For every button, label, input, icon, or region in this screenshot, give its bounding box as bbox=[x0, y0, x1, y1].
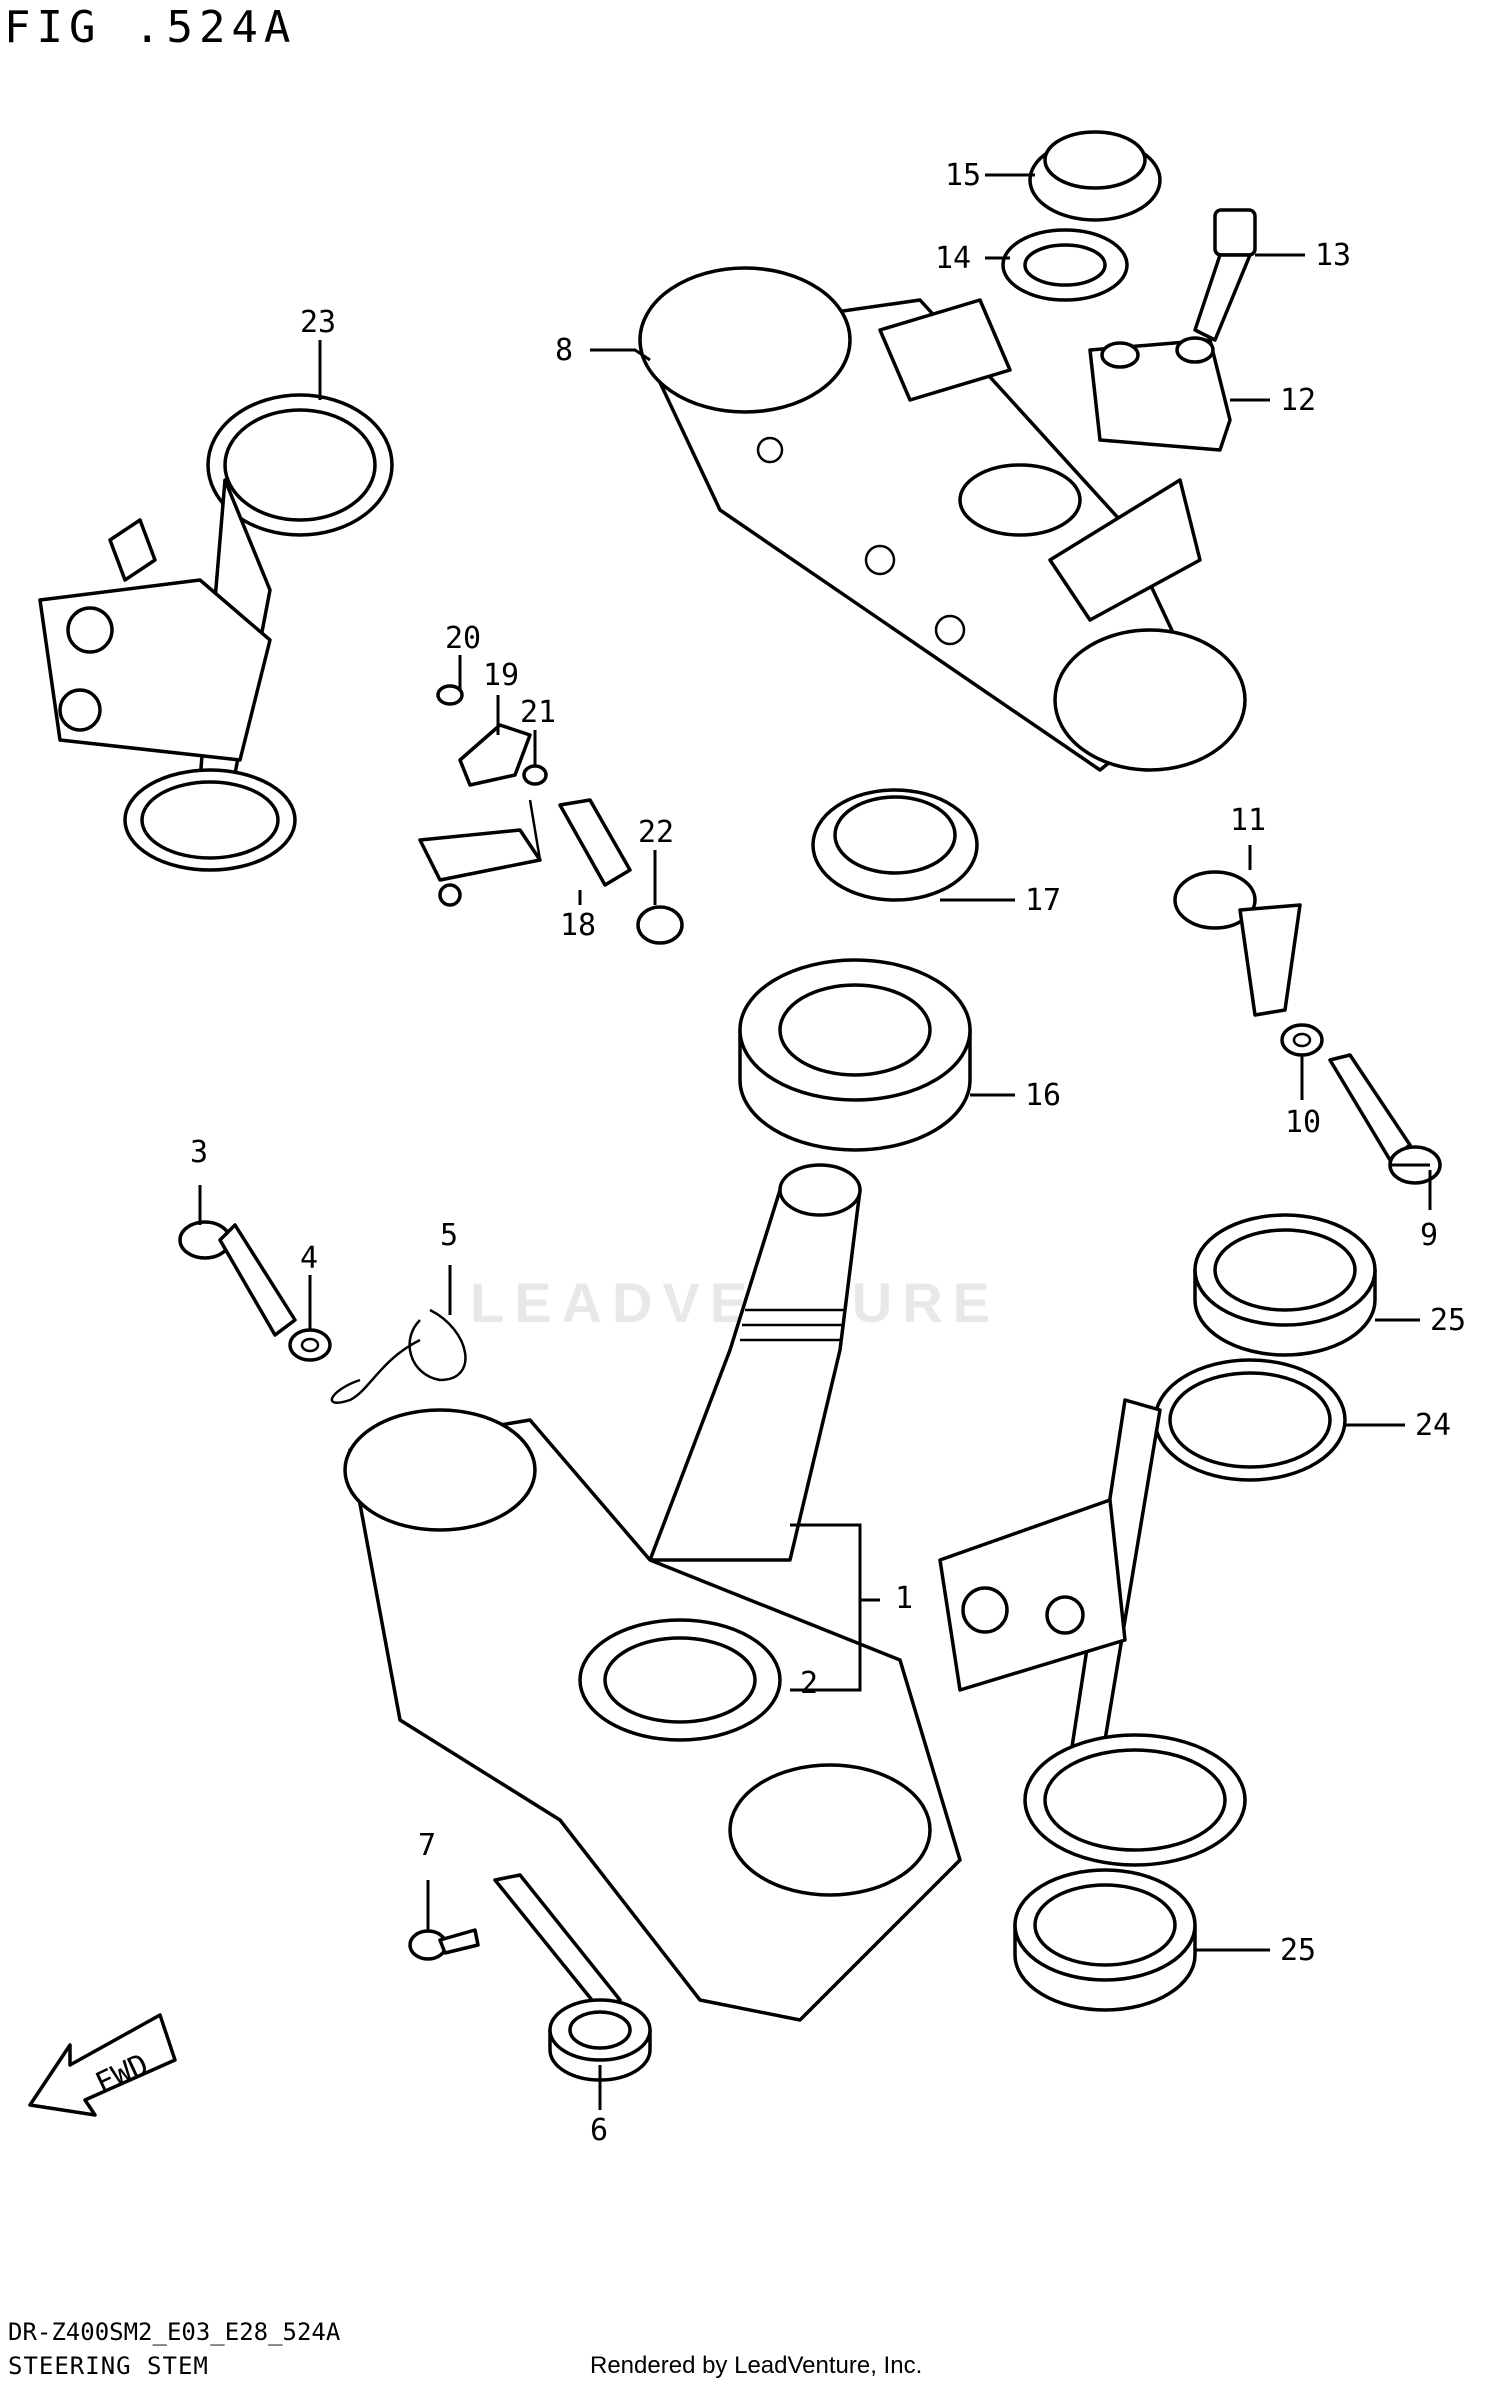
part-9-bolt[interactable] bbox=[1328, 1053, 1442, 1185]
part-21-washer[interactable] bbox=[522, 764, 548, 786]
part-24-bracket[interactable] bbox=[938, 1358, 1347, 1867]
part-3-bolt[interactable] bbox=[178, 1220, 297, 1337]
callout-16: 16 bbox=[1025, 1078, 1061, 1113]
part-14-washer[interactable] bbox=[1001, 228, 1129, 302]
part-5-clip[interactable] bbox=[330, 1308, 467, 1404]
callout-25-upper: 25 bbox=[1430, 1303, 1466, 1338]
part-8-upper-bracket[interactable] bbox=[638, 266, 1247, 772]
part-19-plate[interactable] bbox=[458, 723, 532, 787]
part-18-switch[interactable] bbox=[418, 798, 632, 907]
callout-18: 18 bbox=[560, 908, 596, 943]
callout-23: 23 bbox=[300, 305, 336, 340]
callout-2: 2 bbox=[800, 1666, 818, 1701]
callout-3: 3 bbox=[190, 1135, 208, 1170]
render-credit: Rendered by LeadVenture, Inc. bbox=[590, 2352, 923, 2379]
callout-labels: 1 2 3 4 5 6 7 8 9 10 11 12 13 14 15 16 1… bbox=[190, 158, 1466, 2148]
callout-7: 7 bbox=[418, 1828, 436, 1863]
callout-17: 17 bbox=[1025, 883, 1061, 918]
part-15-cap[interactable] bbox=[1028, 130, 1162, 222]
part-6-grommet[interactable] bbox=[548, 1998, 652, 2082]
callout-8: 8 bbox=[555, 333, 573, 368]
callout-11: 11 bbox=[1230, 803, 1266, 838]
part-7-bolt[interactable] bbox=[408, 1873, 622, 2012]
callout-12: 12 bbox=[1280, 383, 1316, 418]
part-12-holder[interactable] bbox=[1088, 336, 1232, 452]
part-10-washer[interactable] bbox=[1280, 1023, 1324, 1057]
part-25-upper-seal[interactable] bbox=[1193, 1213, 1377, 1357]
callout-4: 4 bbox=[300, 1241, 318, 1276]
callout-1: 1 bbox=[895, 1581, 913, 1616]
callout-5: 5 bbox=[440, 1218, 458, 1253]
callout-24: 24 bbox=[1415, 1408, 1451, 1443]
callout-25-lower: 25 bbox=[1280, 1933, 1316, 1968]
callout-21: 21 bbox=[520, 695, 556, 730]
callout-10: 10 bbox=[1285, 1105, 1321, 1140]
watermark: LEADVENTURE bbox=[470, 1271, 1001, 1334]
part-17-nut[interactable] bbox=[811, 788, 979, 902]
part-22-cap[interactable] bbox=[636, 905, 684, 945]
fwd-arrow-icon: FWD bbox=[28, 2013, 177, 2117]
part-4-washer[interactable] bbox=[288, 1328, 332, 1362]
callout-22: 22 bbox=[638, 815, 674, 850]
callout-9: 9 bbox=[1420, 1218, 1438, 1253]
figure-code: DR-Z400SM2_E03_E28_524A bbox=[8, 2318, 341, 2346]
figure-name: STEERING STEM bbox=[8, 2352, 209, 2380]
callout-14: 14 bbox=[935, 241, 971, 276]
callout-6: 6 bbox=[590, 2113, 608, 2148]
callout-20: 20 bbox=[445, 621, 481, 656]
part-20-screw[interactable] bbox=[436, 684, 464, 706]
part-1-steering-stem[interactable] bbox=[343, 1163, 962, 2022]
part-25-lower-seal[interactable] bbox=[1013, 1868, 1197, 2012]
part-2-lower-bearing[interactable] bbox=[578, 1618, 782, 1742]
figure-title: FIG .524A bbox=[4, 2, 297, 53]
part-13-bolt[interactable] bbox=[1193, 208, 1257, 342]
part-11-cable-guide[interactable] bbox=[1173, 870, 1302, 1017]
part-23-bracket[interactable] bbox=[38, 393, 394, 872]
leader-lines bbox=[198, 173, 1432, 2110]
part-16-bearing[interactable] bbox=[738, 958, 972, 1152]
callout-19: 19 bbox=[483, 658, 519, 693]
callout-13: 13 bbox=[1315, 238, 1351, 273]
callout-15: 15 bbox=[945, 158, 981, 193]
